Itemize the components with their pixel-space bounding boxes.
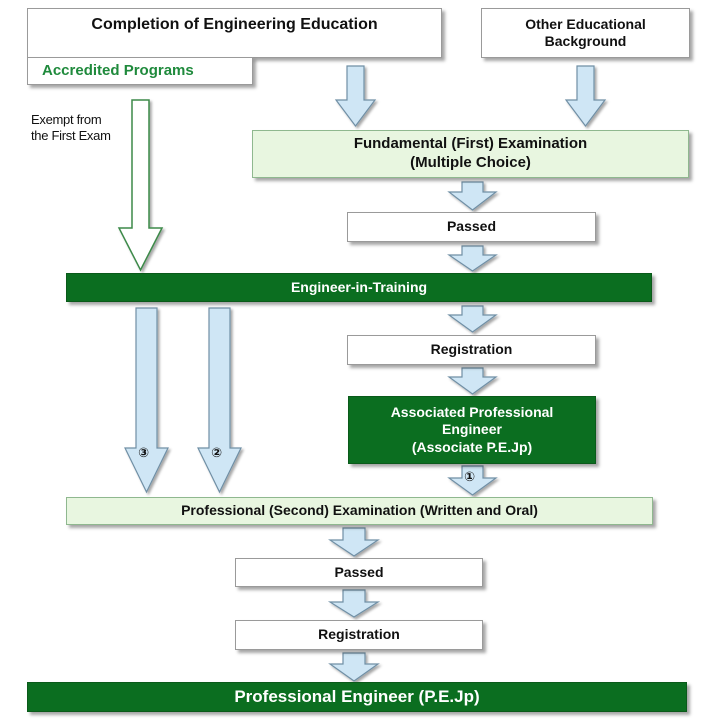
professional-engineer-box: Professional Engineer (P.E.Jp) xyxy=(27,682,687,712)
arrow-route1 xyxy=(447,465,498,496)
passed-second-box: Passed xyxy=(235,558,483,587)
arrow-exempt xyxy=(117,99,164,272)
exempt-line2: the First Exam xyxy=(31,128,111,144)
registration-second-label: Registration xyxy=(318,626,400,643)
professional-exam-label: Professional (Second) Examination (Writt… xyxy=(181,502,538,519)
passed-first-box: Passed xyxy=(347,212,596,242)
completion-box: Completion of Engineering Education xyxy=(27,8,442,58)
registration-first-label: Registration xyxy=(430,341,513,358)
associate-pe-line2: Engineer xyxy=(442,421,502,438)
other-background-label: Other Educational Background xyxy=(525,15,646,50)
route-1-marker: ① xyxy=(464,470,475,485)
arrow-registration-to-pe xyxy=(328,652,380,682)
engineer-in-training-label: Engineer-in-Training xyxy=(290,278,428,295)
other-background-box: Other Educational Background xyxy=(481,8,690,58)
registration-second-box: Registration xyxy=(235,620,483,650)
professional-engineer-label: Professional Engineer (P.E.Jp) xyxy=(234,687,480,707)
engineer-in-training-box: Engineer-in-Training xyxy=(66,273,652,302)
arrow-exam-to-passed xyxy=(328,527,380,557)
arrow-registration-to-associate xyxy=(447,367,498,395)
exempt-line1: Exempt from xyxy=(31,112,102,127)
arrow-passed-to-eit xyxy=(447,245,498,272)
accredited-programs-box: Accredited Programs xyxy=(27,57,253,85)
arrow-passed-to-registration xyxy=(327,589,381,618)
arrow-other-to-fundamental xyxy=(564,65,607,127)
route-3-marker: ③ xyxy=(138,446,149,461)
arrow-completion-to-fundamental xyxy=(334,65,377,127)
fundamental-exam-title: Fundamental (First) Examination xyxy=(353,135,588,153)
arrow-fundamental-to-passed xyxy=(447,181,498,211)
arrow-route3 xyxy=(124,307,169,494)
accredited-programs-label: Accredited Programs xyxy=(42,61,194,79)
associate-pe-box: Associated Professional Engineer (Associ… xyxy=(348,396,596,464)
completion-label: Completion of Engineering Education xyxy=(91,16,378,33)
route-2-marker: ② xyxy=(211,446,222,461)
fundamental-exam-subtitle: (Multiple Choice) xyxy=(410,154,531,171)
associate-pe-line3: (Associate P.E.Jp) xyxy=(411,438,533,455)
associate-pe-line1: Associated Professional xyxy=(390,403,554,420)
passed-first-label: Passed xyxy=(446,218,497,235)
fundamental-exam-box: Fundamental (First) Examination (Multipl… xyxy=(252,130,689,178)
registration-first-box: Registration xyxy=(347,335,596,365)
exempt-label: Exempt from the First Exam xyxy=(31,112,111,145)
arrow-route2 xyxy=(197,307,242,494)
professional-exam-box: Professional (Second) Examination (Writt… xyxy=(66,497,653,525)
passed-second-label: Passed xyxy=(334,563,384,580)
arrow-eit-to-registration xyxy=(447,305,498,333)
